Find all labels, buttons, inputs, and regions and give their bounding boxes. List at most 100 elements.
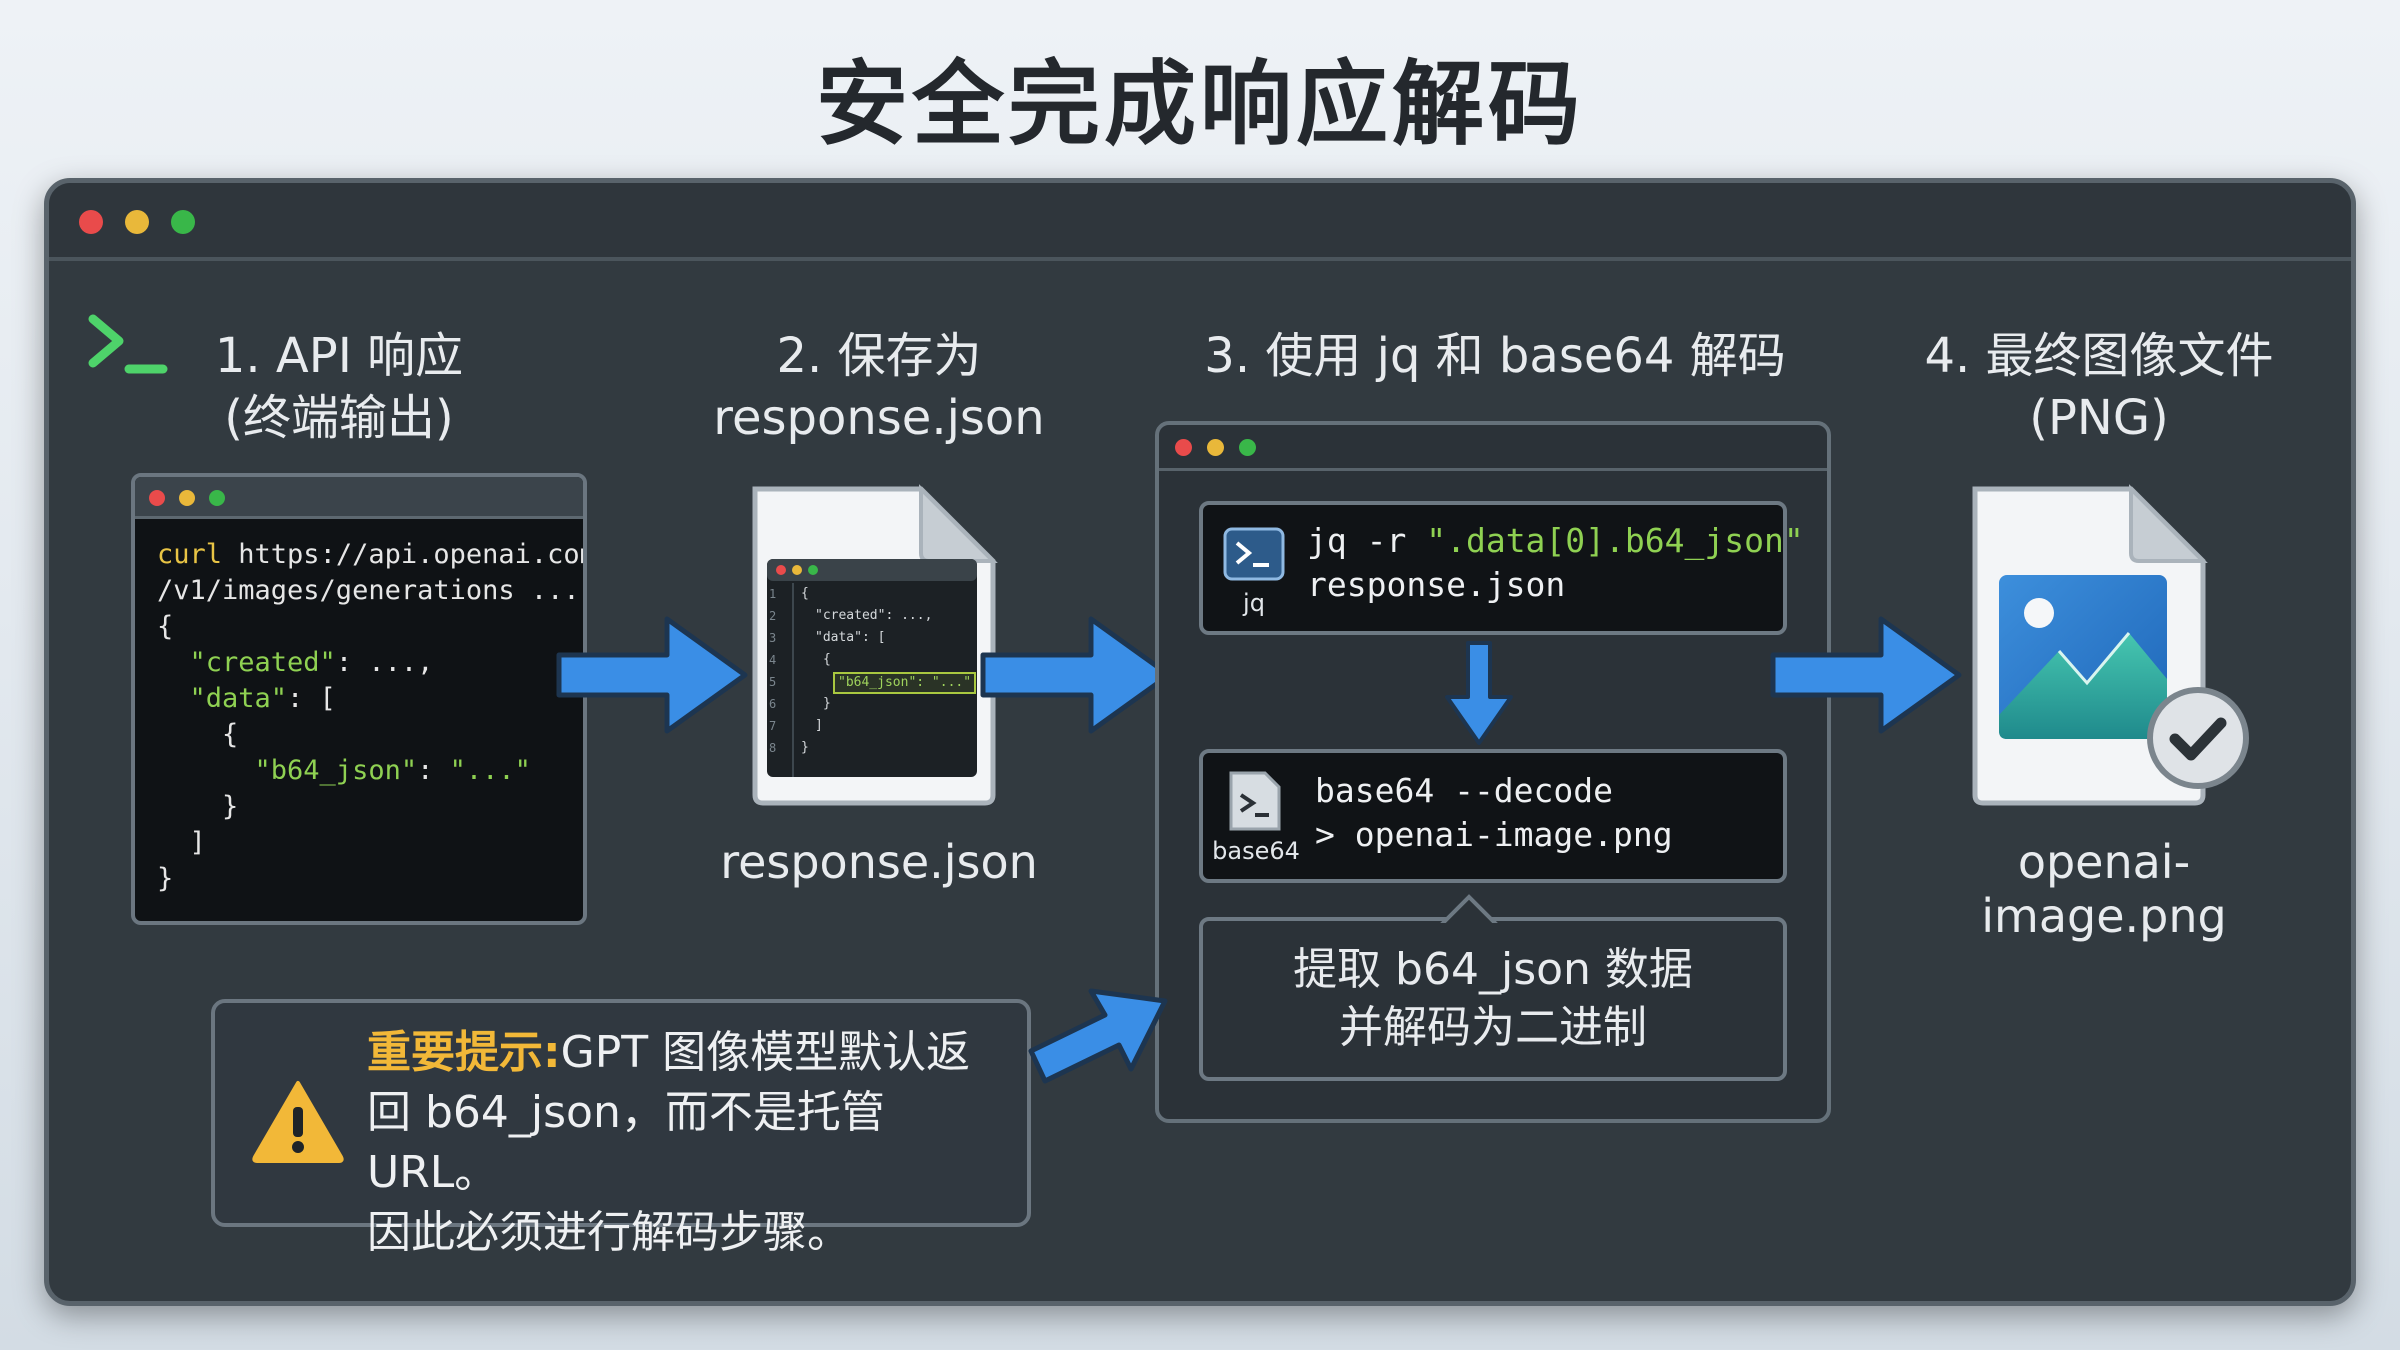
- decode-panel: jq jq -r ".data[0].b64_json" response.js…: [1155, 421, 1831, 1123]
- decode-panel-titlebar: [1159, 425, 1827, 471]
- json-preview-line-text: ]: [815, 718, 823, 733]
- base64-command-text: base64 --decode > openai-image.png: [1315, 769, 1673, 857]
- api-response-terminal: curl https://api.openai.com /v1/images/g…: [131, 473, 587, 925]
- jq-command-box: jq jq -r ".data[0].b64_json" response.js…: [1199, 501, 1804, 635]
- json-preview: 1{2"created": ...,3"data": [4{5"b64_json…: [767, 583, 977, 779]
- json-preview-line: 5 "b64_json": "...": [767, 671, 977, 694]
- diagram-window: 1. API 响应 (终端输出) 2. 保存为 response.json 3.…: [44, 178, 2356, 1306]
- terminal-prompt-icon: [88, 314, 168, 374]
- window-maximize-dot: [171, 210, 195, 234]
- json-preview-line-number: 2: [769, 609, 777, 623]
- json-preview-lines: 1{2"created": ...,3"data": [4{5"b64_json…: [767, 583, 977, 759]
- json-preview-line-text: "created": ...,: [815, 608, 933, 623]
- extract-description-line1: 提取 b64_json 数据: [1293, 944, 1693, 995]
- json-b64-key: "b64_json": [157, 755, 418, 786]
- step4-title-line1: 4. 最终图像文件: [1924, 328, 2274, 384]
- json-item-close: }: [157, 791, 239, 822]
- json-preview-line-number: 1: [769, 587, 777, 601]
- json-data-key: "data": [157, 683, 288, 714]
- important-note-label: 重要提示:: [367, 1027, 561, 1078]
- base64-command-box: base64 base64 --decode > openai-image.pn…: [1199, 749, 1787, 883]
- panel-minimize-dot: [1207, 439, 1224, 456]
- json-open-brace: {: [157, 611, 174, 642]
- window-titlebar: [49, 183, 2351, 261]
- json-preview-line-number: 8: [769, 741, 777, 755]
- terminal-close-dot: [149, 490, 165, 506]
- window-close-dot: [79, 210, 103, 234]
- json-array-close: ]: [157, 827, 206, 858]
- json-file-icon: [752, 484, 998, 806]
- page-title: 安全完成响应解码: [815, 51, 1584, 158]
- json-preview-line-text: {: [823, 652, 831, 667]
- jq-label: jq: [1243, 589, 1265, 617]
- step4-title: 4. 最终图像文件 (PNG): [1899, 325, 2299, 449]
- curl-command: curl: [157, 539, 223, 570]
- json-preview-line: 7]: [767, 715, 977, 737]
- json-preview-line-number: 5: [769, 675, 777, 689]
- extract-description-line2: 并解码为二进制: [1339, 1002, 1647, 1053]
- important-note-line3: 因此必须进行解码步骤。: [367, 1207, 851, 1258]
- json-preview-line-text: "b64_json": "...": [833, 672, 977, 694]
- checkmark-icon: [2147, 687, 2249, 789]
- window-minimize-dot: [125, 210, 149, 234]
- step1-title: 1. API 响应 (终端输出): [159, 325, 519, 449]
- jq-command-text: jq -r ".data[0].b64_json" response.json: [1307, 519, 1804, 607]
- json-preview-line: 3 "data": [: [767, 627, 977, 649]
- json-preview-line: 6}: [767, 693, 977, 715]
- arrow-right-icon: [980, 616, 1172, 734]
- step2-title-line1: 2. 保存为: [776, 328, 982, 384]
- arrow-right-icon: [1770, 616, 1962, 734]
- json-preview-line-number: 3: [769, 631, 777, 645]
- base64-command-line2: > openai-image.png: [1315, 815, 1673, 854]
- jq-filter: ".data[0].b64_json": [1426, 521, 1804, 560]
- image-file-icon: [1972, 484, 2208, 806]
- curl-url: https://api.openai.com: [222, 539, 587, 570]
- warning-icon: [252, 1081, 344, 1163]
- json-close-brace: }: [157, 863, 174, 894]
- important-note-box: 重要提示:GPT 图像模型默认返 回 b64_json，而不是托管 URL。 因…: [211, 999, 1031, 1258]
- jq-input-file: response.json: [1307, 565, 1566, 604]
- step4-title-line2: (PNG): [2029, 390, 2169, 446]
- extract-description-box: 提取 b64_json 数据 并解码为二进制: [1199, 917, 1787, 1081]
- json-preview-line: 1{: [767, 583, 977, 605]
- json-preview-line-number: 7: [769, 719, 777, 733]
- important-note-text: 重要提示:GPT 图像模型默认返 回 b64_json，而不是托管 URL。 因…: [367, 1023, 1017, 1263]
- json-preview-line-text: "data": [: [815, 630, 886, 645]
- important-note-line2: 回 b64_json，而不是托管 URL。: [367, 1087, 885, 1198]
- callout-pointer: [1439, 894, 1499, 927]
- json-created-value: : ...,: [335, 647, 434, 678]
- curl-path: /v1/images/generations ...: [157, 575, 580, 606]
- json-item-open: {: [157, 719, 239, 750]
- arrow-right-icon: [1028, 988, 1168, 1084]
- step3-title: 3. 使用 jq 和 base64 解码: [1135, 325, 1855, 387]
- base64-command-line1: base64 --decode: [1315, 771, 1614, 810]
- panel-maximize-dot: [1239, 439, 1256, 456]
- json-preview-line-number: 6: [769, 697, 777, 711]
- terminal-icon: [1223, 527, 1285, 581]
- json-data-open: : [: [287, 683, 336, 714]
- terminal-output: curl https://api.openai.com /v1/images/g…: [135, 519, 583, 897]
- step2-title-line2: response.json: [713, 390, 1045, 446]
- extract-description: 提取 b64_json 数据 并解码为二进制: [1203, 941, 1783, 1057]
- important-note-line1: GPT 图像模型默认返: [560, 1027, 971, 1078]
- json-created-key: "created": [157, 647, 336, 678]
- png-file-caption: openai-image.png: [1981, 835, 2227, 943]
- base64-label: base64: [1212, 837, 1300, 865]
- arrow-right-icon: [556, 616, 748, 734]
- step2-title: 2. 保存为 response.json: [689, 325, 1069, 449]
- terminal-maximize-dot: [209, 490, 225, 506]
- arrow-down-icon: [1445, 641, 1513, 745]
- json-b64-colon: :: [417, 755, 450, 786]
- json-preview-line-text: }: [823, 696, 831, 711]
- json-preview-line: 8}: [767, 737, 977, 759]
- response-json-caption: response.json: [720, 835, 1038, 889]
- step1-title-line1: 1. API 响应: [214, 328, 464, 384]
- json-b64-value: "...": [449, 755, 531, 786]
- json-preview-line: 4{: [767, 649, 977, 671]
- jq-command-part1: jq -r: [1307, 521, 1427, 560]
- script-file-icon: [1229, 771, 1281, 831]
- step3-title-line1: 3. 使用 jq 和 base64 解码: [1204, 328, 1786, 384]
- terminal-minimize-dot: [179, 490, 195, 506]
- step1-title-line2: (终端输出): [224, 390, 454, 446]
- json-preview-line-text: }: [801, 740, 809, 755]
